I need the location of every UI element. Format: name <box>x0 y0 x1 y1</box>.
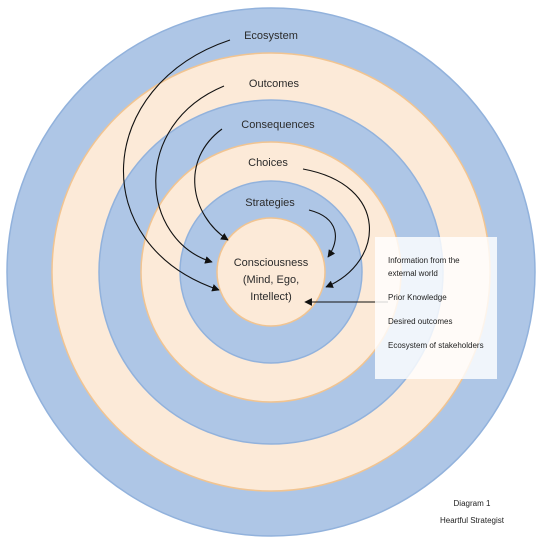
arrow-strategies-to-center <box>308 209 336 258</box>
caption-source: Heartful Strategist <box>439 516 504 525</box>
center-consciousness <box>216 217 326 327</box>
ring-label-outcomes: Outcomes <box>249 78 300 90</box>
external-inputs-box: Information from the external world Prio… <box>375 237 497 379</box>
center-label-line3: Intellect) <box>250 291 292 303</box>
arrow-ecosystem-to-center <box>123 39 231 292</box>
ring-label-strategies: Strategies <box>245 197 295 209</box>
ring-label-choices: Choices <box>248 157 288 169</box>
arrow-choices-to-center <box>302 168 370 288</box>
info-item-external-information: Information from the external world <box>388 256 460 278</box>
info-item-prior-knowledge: Prior Knowledge <box>388 293 447 302</box>
ring-label-ecosystem: Ecosystem <box>244 30 298 42</box>
info-item-desired-outcomes: Desired outcomes <box>388 317 453 326</box>
center-label-line2: (Mind, Ego, <box>243 274 299 286</box>
center-label-line1: Consciousness <box>234 257 309 269</box>
caption-diagram-number: Diagram 1 <box>453 499 491 508</box>
diagram-caption: Diagram 1 Heartful Strategist <box>440 495 504 529</box>
ring-label-consequences: Consequences <box>241 119 315 131</box>
info-item-stakeholder-ecosystem: Ecosystem of stakeholders <box>388 341 484 350</box>
arrow-consequences-to-center <box>194 128 229 241</box>
arrow-outcomes-to-center <box>155 85 225 264</box>
